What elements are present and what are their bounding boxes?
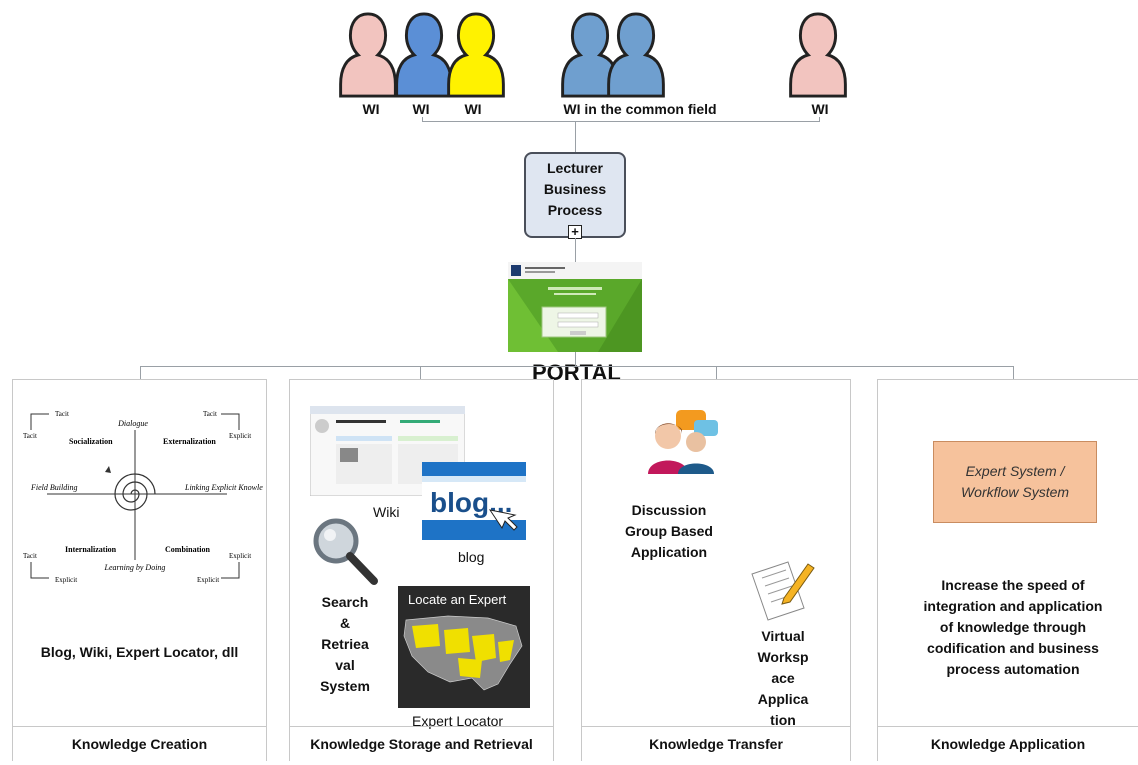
person-label: WI — [811, 101, 829, 117]
person-yellow-icon — [447, 12, 505, 98]
description-line: codification and business — [927, 640, 1099, 656]
description-line: process automation — [946, 661, 1080, 677]
locator-image-title: Locate an Expert — [408, 592, 507, 607]
connector-line — [819, 117, 820, 122]
connector-line — [420, 366, 421, 379]
seci-axis-label: Learning by Doing — [104, 563, 166, 572]
seci-corner-label: Explicit — [55, 576, 77, 584]
seci-corner-label: Explicit — [197, 576, 219, 584]
blog-label: blog — [458, 549, 485, 565]
seci-axis-label: Dialogue — [117, 419, 148, 428]
description-line: integration and application — [923, 598, 1103, 614]
discussion-line: Discussion — [631, 502, 707, 518]
portal-title: PORTAL — [532, 360, 621, 385]
connector-line — [1013, 366, 1014, 379]
virtual-line: Virtual — [761, 628, 805, 644]
panel-footer: Knowledge Transfer — [582, 726, 850, 761]
connector-line — [140, 366, 1014, 367]
lecturer-business-process[interactable]: Lecturer Business Process + — [524, 152, 626, 239]
discussion-line: Application — [630, 544, 708, 560]
seci-corner-label: Tacit — [203, 410, 217, 418]
description-line: of knowledge through — [939, 619, 1087, 635]
wiki-label: Wiki — [373, 504, 400, 520]
seci-corner-label: Tacit — [23, 552, 37, 560]
connector-line — [716, 366, 717, 379]
virtual-line: Applica — [757, 691, 809, 707]
magnifier-icon — [313, 518, 378, 585]
seci-corner-label: Explicit — [229, 432, 251, 440]
connector-line — [575, 352, 576, 366]
process-line: Business — [543, 181, 607, 197]
person-label: WI — [412, 101, 430, 117]
seci-corner-label: Tacit — [55, 410, 69, 418]
expert-box-line: Expert System / — [965, 463, 1065, 479]
document-pencil-icon — [751, 561, 815, 621]
seci-corner-label: Tacit — [23, 432, 37, 440]
person-label: WI in the common field — [563, 101, 717, 117]
discussion-text: Discussion Group Based Application — [604, 500, 734, 563]
search-line: val — [335, 657, 355, 673]
discussion-people-icon — [648, 410, 718, 474]
person-steel-icon — [607, 12, 665, 98]
panel-knowledge-storage: blog... Wiki blog Search & Retriea val S… — [289, 379, 554, 761]
connector-line — [575, 121, 576, 152]
person-label: WI — [464, 101, 482, 117]
panel-knowledge-application: Knowledge Application Increase the speed… — [877, 379, 1138, 761]
seci-quadrant-label: Socialization — [69, 437, 113, 446]
seci-corner-label: Explicit — [229, 552, 251, 560]
expert-box-line: Workflow System — [960, 484, 1070, 500]
discussion-line: Group Based — [625, 523, 713, 539]
connector-line — [422, 121, 820, 122]
virtual-line: tion — [770, 712, 796, 728]
panel-footer: Knowledge Storage and Retrieval — [290, 726, 553, 761]
seci-quadrant-label: Externalization — [163, 437, 216, 446]
person-pink-icon — [339, 12, 397, 98]
person-pink-icon — [789, 12, 847, 98]
panel-knowledge-transfer: Discussion Group Based Application Virtu… — [581, 379, 851, 761]
search-line: System — [320, 678, 370, 694]
blog-image: blog... — [422, 462, 526, 540]
seci-axis-label: Field Building — [30, 483, 77, 492]
panel-knowledge-creation: Dialogue Field Building Linking Explicit… — [12, 379, 267, 761]
virtual-workspace-text: Virtual Worksp ace Applica tion — [748, 626, 818, 731]
people-group-icons — [339, 12, 847, 98]
connector-line — [575, 238, 576, 262]
panel-footer: Knowledge Application — [878, 726, 1138, 761]
creation-caption: Blog, Wiki, Expert Locator, dll — [23, 642, 256, 663]
virtual-line: ace — [771, 670, 795, 686]
person-blue-icon — [395, 12, 453, 98]
portal-screenshot-image — [508, 262, 642, 352]
virtual-line: Worksp — [757, 649, 809, 665]
seci-quadrant-label: Internalization — [65, 545, 117, 554]
panel-footer: Knowledge Creation — [13, 726, 266, 761]
person-label: WI — [362, 101, 380, 117]
expert-locator-map-image: Locate an Expert — [398, 586, 530, 708]
application-description: Increase the speed of integration and ap… — [908, 575, 1118, 680]
search-line: Search — [321, 594, 369, 610]
process-line: Lecturer — [546, 160, 604, 176]
seci-quadrant-label: Combination — [165, 545, 210, 554]
expand-plus-icon[interactable]: + — [568, 225, 582, 239]
connector-line — [140, 366, 141, 379]
seci-model-diagram: Dialogue Field Building Linking Explicit… — [23, 410, 263, 584]
search-line: & — [339, 615, 351, 631]
search-retrieval-text: Search & Retriea val System — [310, 592, 380, 697]
description-line: Increase the speed of — [941, 577, 1085, 593]
seci-axis-label: Linking Explicit Knowledge — [184, 483, 263, 492]
expert-locator-label: Expert Locator — [412, 713, 504, 729]
process-line: Process — [547, 202, 603, 218]
expert-system-box: Expert System / Workflow System — [933, 441, 1097, 523]
connector-line — [422, 117, 423, 122]
search-line: Retriea — [321, 636, 369, 652]
caption-text: Blog, Wiki, Expert Locator, dll — [40, 644, 239, 660]
